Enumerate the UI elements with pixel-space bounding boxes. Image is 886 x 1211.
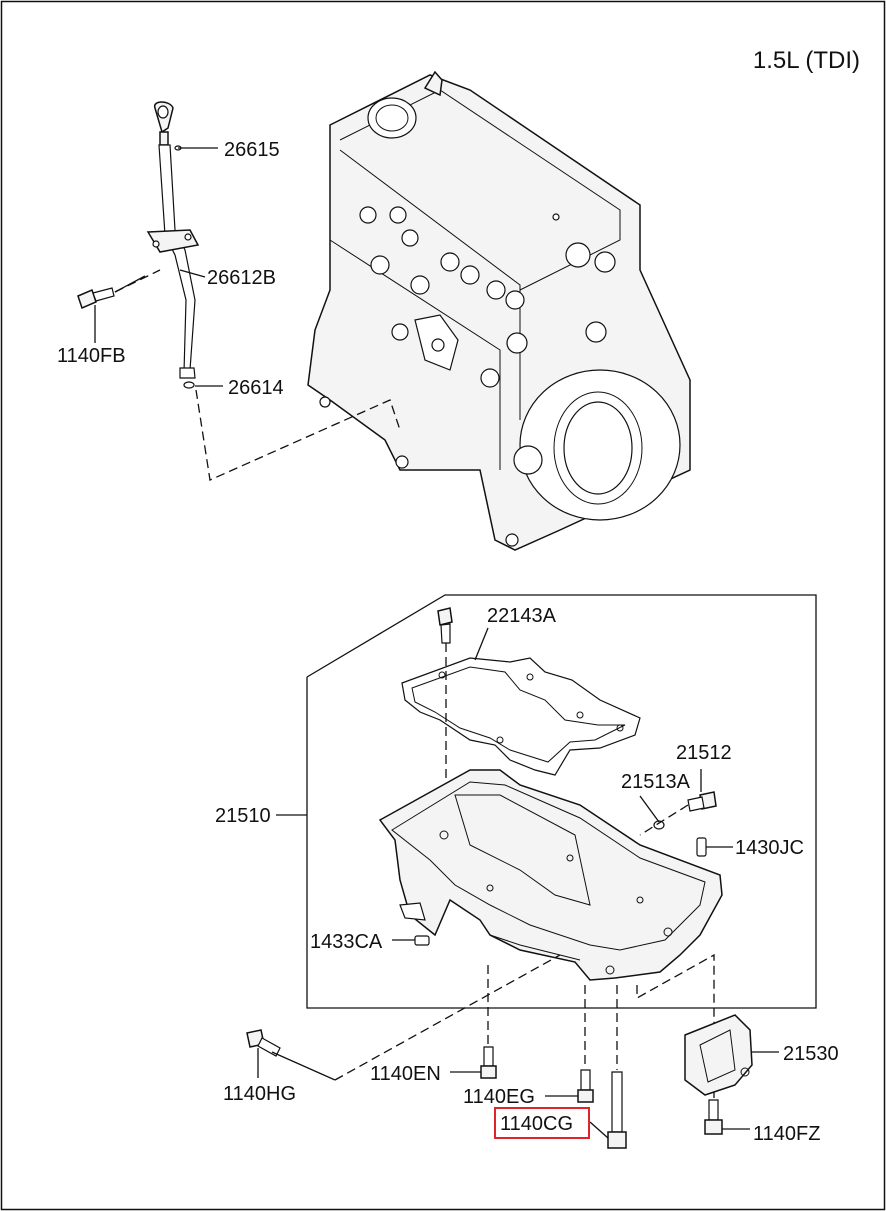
highlight-box-1140cg bbox=[494, 1107, 590, 1139]
bolt-1140cg-illustration bbox=[607, 1071, 627, 1149]
label-1140EG[interactable]: 1140EG bbox=[463, 1086, 535, 1108]
label-1140CG[interactable]: 1140CG bbox=[500, 1113, 573, 1135]
oil-dipstick-assembly bbox=[146, 101, 200, 389]
label-1140EN[interactable]: 1140EN bbox=[370, 1063, 441, 1085]
engine-block-illustration bbox=[307, 70, 691, 551]
bolt-1140hg-illustration bbox=[246, 1029, 281, 1057]
label-21513A[interactable]: 21513A bbox=[621, 771, 691, 793]
label-21512[interactable]: 21512 bbox=[676, 742, 732, 764]
label-22143A[interactable]: 22143A bbox=[487, 605, 557, 627]
label-21510[interactable]: 21510 bbox=[215, 805, 271, 827]
bracket-21530-illustration bbox=[684, 1014, 753, 1096]
label-26615[interactable]: 26615 bbox=[224, 139, 280, 161]
bolt-1140fz-illustration bbox=[704, 1099, 723, 1135]
dowel-1433ca-illustration bbox=[414, 935, 430, 946]
label-21530[interactable]: 21530 bbox=[783, 1043, 839, 1065]
label-1140FB[interactable]: 1140FB bbox=[57, 345, 126, 367]
bolt-1140eg-illustration bbox=[577, 1069, 594, 1103]
engine-variant-title: 1.5L (TDI) bbox=[753, 47, 860, 74]
label-1430JC[interactable]: 1430JC bbox=[735, 837, 804, 859]
drain-plug-21512-illustration bbox=[687, 791, 717, 812]
bolt-1140fb-illustration bbox=[77, 287, 115, 310]
bolt-1140en-illustration bbox=[480, 1046, 497, 1079]
washer-21513a-illustration bbox=[653, 820, 665, 830]
oil-pan-group-frame bbox=[306, 594, 817, 1009]
gasket-22143a-illustration bbox=[401, 657, 641, 776]
label-1140HG[interactable]: 1140HG bbox=[223, 1083, 296, 1105]
gasket-bolt-illustration bbox=[437, 607, 453, 644]
label-26614[interactable]: 26614 bbox=[228, 377, 284, 399]
label-26612B[interactable]: 26612B bbox=[207, 267, 276, 289]
label-1433CA[interactable]: 1433CA bbox=[310, 931, 383, 953]
label-1140FZ[interactable]: 1140FZ bbox=[753, 1123, 820, 1145]
oil-pan-21510-illustration bbox=[378, 769, 723, 981]
dowel-pin-1430jc-illustration bbox=[696, 837, 707, 857]
